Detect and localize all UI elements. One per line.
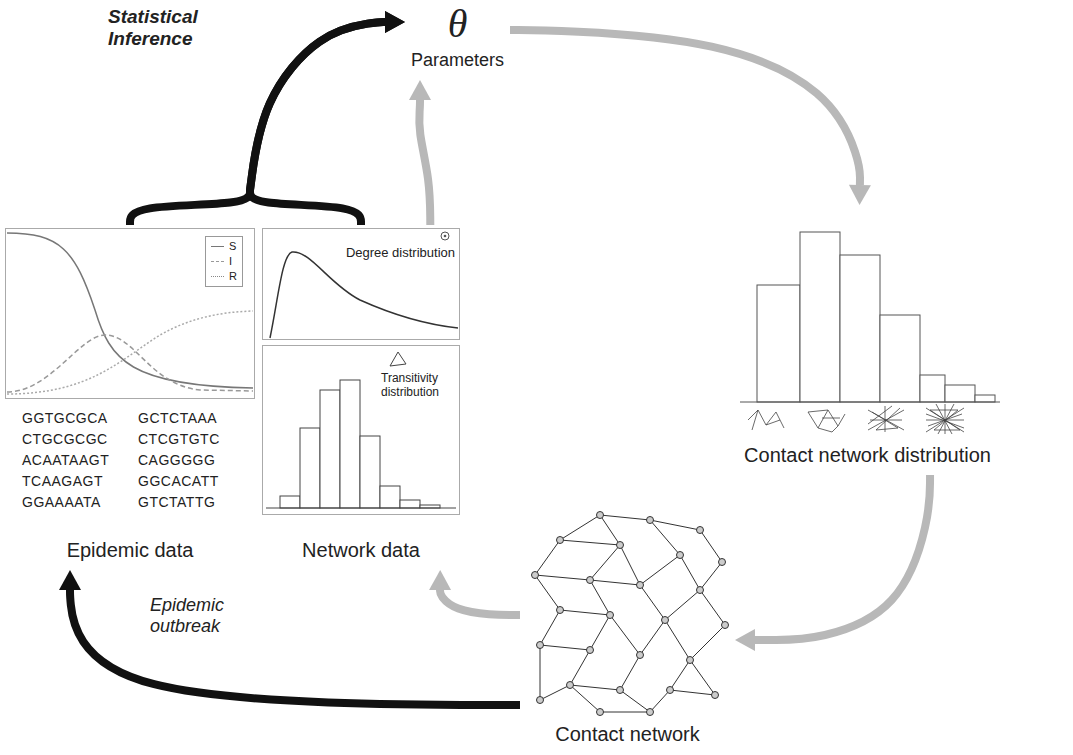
legend-swatch xyxy=(211,276,224,277)
bar xyxy=(360,436,380,508)
mini-network xyxy=(748,410,784,430)
bar xyxy=(840,255,880,402)
arrow-head xyxy=(59,570,81,590)
network-links xyxy=(535,515,725,712)
legend-text: S xyxy=(229,240,236,253)
sequence-text: CAGGGGG xyxy=(138,452,215,469)
susceptible-curve xyxy=(7,233,253,388)
connector-group xyxy=(735,475,930,651)
legend-item: I xyxy=(211,254,237,269)
edge-label: Statistical Inference xyxy=(108,6,220,50)
plot-panel: Degree distribution xyxy=(262,228,460,340)
sequence-text: GGAAAATA xyxy=(22,494,101,511)
mini-networks xyxy=(748,404,964,434)
connector-group xyxy=(409,80,431,225)
degree-curve xyxy=(270,252,458,338)
arrow-head xyxy=(409,80,431,100)
node-title: Network data xyxy=(302,538,420,562)
node-title: Contact network xyxy=(555,722,700,746)
sequence-text: GTCTATTG xyxy=(138,494,215,511)
degree-icon xyxy=(441,232,449,240)
recovered-curve xyxy=(7,311,253,394)
plot-frame xyxy=(6,229,255,399)
bar xyxy=(340,380,360,508)
connector xyxy=(130,22,385,225)
connector-group xyxy=(250,11,405,225)
network-node: Contact network xyxy=(520,500,735,752)
arrow-head xyxy=(385,11,405,33)
connector xyxy=(419,100,430,225)
connector xyxy=(440,590,520,615)
arrow-head xyxy=(429,570,451,590)
bar xyxy=(280,496,300,508)
bar xyxy=(300,428,320,508)
connector-group xyxy=(59,570,520,705)
legend-text: R xyxy=(229,270,237,283)
triangle-icon xyxy=(390,352,406,366)
connector xyxy=(510,30,860,185)
bar xyxy=(945,385,975,402)
connector-group xyxy=(429,570,520,615)
bar xyxy=(380,486,400,508)
sequence-text: CTCGTGTC xyxy=(138,431,220,448)
network-distribution-bars xyxy=(757,232,995,402)
sequence-text: ACAATAAGT xyxy=(22,452,109,469)
legend-box: SIR xyxy=(205,236,243,287)
baseline xyxy=(266,508,456,509)
distribution-node: Contact network distribution xyxy=(735,205,1000,475)
network-vertices xyxy=(532,512,729,716)
degree-icon-dot xyxy=(444,235,447,238)
arrow-head xyxy=(849,185,871,205)
bar xyxy=(757,285,800,402)
node-title: Parameters xyxy=(411,50,504,72)
legend-item: S xyxy=(211,239,237,254)
sequence-text: GCTCTAAA xyxy=(138,410,217,427)
sequence-text: GGCACATT xyxy=(138,473,219,490)
parameter-symbol: θ xyxy=(448,0,468,48)
bar xyxy=(400,500,420,508)
legend-text: I xyxy=(229,255,232,268)
mini-network xyxy=(926,404,964,434)
bar xyxy=(320,390,340,508)
plot-label: Transitivity distribution xyxy=(381,371,457,400)
connector xyxy=(755,475,930,640)
arrow-head xyxy=(735,629,755,651)
infected-curve xyxy=(7,335,253,392)
baseline xyxy=(740,402,1000,403)
node-title: Epidemic data xyxy=(67,538,194,562)
node-title: Contact network distribution xyxy=(744,443,991,467)
data-panel: Degree distributionTransitivity distribu… xyxy=(262,225,460,570)
bar xyxy=(920,375,945,402)
plot-label: Degree distribution xyxy=(346,245,455,261)
connector-group xyxy=(510,30,871,205)
sequence-text: GGTGCGCA xyxy=(22,410,108,427)
sequence-text: CTGCGCGC xyxy=(22,431,108,448)
bar xyxy=(975,395,995,402)
bar xyxy=(880,315,920,402)
connector xyxy=(70,590,520,705)
connector xyxy=(250,22,385,225)
legend-swatch xyxy=(211,261,224,262)
arrow-head xyxy=(385,11,405,33)
plot-panel: Transitivity distribution xyxy=(262,345,460,515)
mini-network xyxy=(868,406,904,432)
mini-network xyxy=(808,410,845,432)
bar xyxy=(800,232,840,402)
edge-label: Epidemic outbreak xyxy=(150,595,245,636)
sequence-text: TCAAGAGT xyxy=(22,473,103,490)
parameter-node: θParameters xyxy=(405,0,510,80)
legend-item: R xyxy=(211,269,237,284)
legend-swatch xyxy=(211,246,224,247)
